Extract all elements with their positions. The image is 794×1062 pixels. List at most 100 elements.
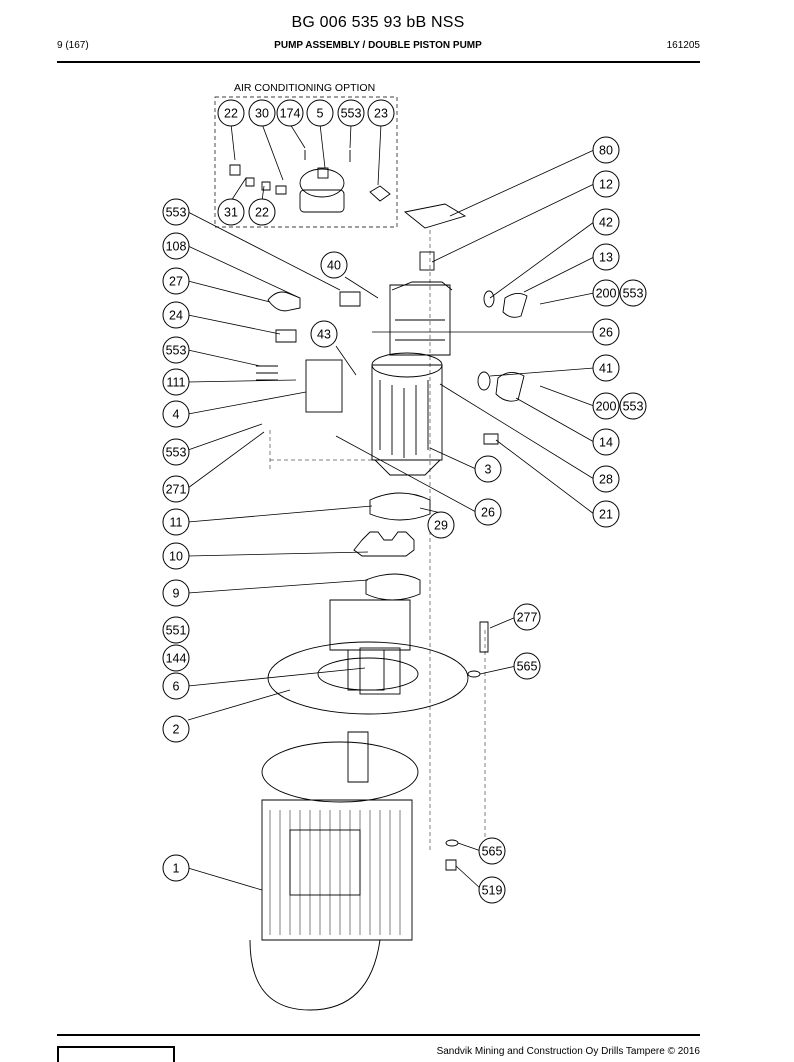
option-fittings xyxy=(229,164,287,195)
callout-271: 271 xyxy=(162,475,190,503)
callout-label: 40 xyxy=(327,259,341,273)
callout-circle xyxy=(513,603,541,631)
callout-label: 5 xyxy=(317,107,324,121)
callout-label: 26 xyxy=(599,326,613,340)
callout-14: 14 xyxy=(592,428,620,456)
callout-circle xyxy=(162,336,190,364)
callout-circle xyxy=(427,511,455,539)
coupling-hub-lower xyxy=(365,573,421,601)
callout-label: 42 xyxy=(599,216,613,230)
callout-circle xyxy=(310,320,338,348)
callout-553: 553 xyxy=(162,336,190,364)
callout-200: 200 xyxy=(592,279,620,307)
callout-label: 4 xyxy=(173,408,180,422)
elbow-fitting xyxy=(267,291,301,312)
callout-label: 41 xyxy=(599,362,613,376)
callout-label: 1 xyxy=(173,862,180,876)
callout-27: 27 xyxy=(162,267,190,295)
callout-label: 21 xyxy=(599,508,613,522)
callout-label: 519 xyxy=(482,884,503,898)
callout-label: 200 xyxy=(596,400,617,414)
callout-circle xyxy=(592,208,620,236)
callout-label: 2 xyxy=(173,723,180,737)
callout-circle xyxy=(592,243,620,271)
callout-circle xyxy=(162,232,190,260)
callout-label: 565 xyxy=(482,845,503,859)
callout-circle xyxy=(592,354,620,382)
assembly-center-lines xyxy=(269,230,486,850)
callout-111: 111 xyxy=(162,368,190,396)
callout-565: 565 xyxy=(478,837,506,865)
callout-label: 28 xyxy=(599,473,613,487)
callout-519: 519 xyxy=(478,876,506,904)
mounting-plate-hole xyxy=(317,657,419,691)
callout-2: 2 xyxy=(162,715,190,743)
callout-1: 1 xyxy=(162,854,190,882)
callout-26: 26 xyxy=(474,498,502,526)
callout-22: 22 xyxy=(248,198,276,226)
footer-copyright: Sandvik Mining and Construction Oy Drill… xyxy=(436,1046,700,1057)
callout-circle xyxy=(162,579,190,607)
callout-label: 80 xyxy=(599,144,613,158)
callout-label: 271 xyxy=(166,483,187,497)
callout-553: 553 xyxy=(619,392,647,420)
callout-circle xyxy=(337,99,365,127)
callout-label: 111 xyxy=(166,376,185,390)
callout-label: 3 xyxy=(485,463,492,477)
air-conditioning-option-label: AIR CONDITIONING OPTION xyxy=(234,82,376,94)
callout-circle xyxy=(248,99,276,127)
callout-circle xyxy=(162,198,190,226)
lower-flange xyxy=(495,372,525,402)
valve-block-screws xyxy=(256,365,278,381)
callout-circle xyxy=(367,99,395,127)
adapter-neck xyxy=(347,650,385,691)
upper-pump-detail xyxy=(395,319,445,341)
coupling-spider xyxy=(353,531,415,557)
callout-label: 144 xyxy=(166,652,187,666)
option-elbow xyxy=(369,185,391,202)
callout-circle xyxy=(162,715,190,743)
callout-label: 553 xyxy=(166,206,187,220)
motor-flange xyxy=(261,741,419,803)
callout-label: 553 xyxy=(166,344,187,358)
motor-terminal-box xyxy=(289,829,361,896)
valve-block xyxy=(305,359,343,413)
callout-21: 21 xyxy=(592,500,620,528)
callout-200: 200 xyxy=(592,392,620,420)
callout-circle xyxy=(248,198,276,226)
callout-13: 13 xyxy=(592,243,620,271)
callout-circle xyxy=(592,170,620,198)
callout-label: 551 xyxy=(166,624,187,638)
callout-circle xyxy=(513,652,541,680)
option-pump-flange xyxy=(299,189,345,213)
callout-circle xyxy=(162,542,190,570)
callout-label: 22 xyxy=(255,206,269,220)
callout-23: 23 xyxy=(367,99,395,127)
lower-pump-housing xyxy=(371,364,443,461)
callout-circle xyxy=(619,392,647,420)
callout-3: 3 xyxy=(474,455,502,483)
washer-b xyxy=(445,839,459,847)
callout-144: 144 xyxy=(162,644,190,672)
callout-43: 43 xyxy=(310,320,338,348)
callout-10: 10 xyxy=(162,542,190,570)
callout-5: 5 xyxy=(306,99,334,127)
callout-circle xyxy=(217,99,245,127)
callout-label: 108 xyxy=(166,240,187,254)
callout-circle xyxy=(162,854,190,882)
callout-label: 12 xyxy=(599,178,613,192)
side-fitting xyxy=(483,433,499,445)
callout-553: 553 xyxy=(162,438,190,466)
callout-6: 6 xyxy=(162,672,190,700)
callout-circle xyxy=(474,498,502,526)
callout-circle xyxy=(162,400,190,428)
callout-28: 28 xyxy=(592,465,620,493)
option-pump-port xyxy=(317,167,329,179)
callout-circle xyxy=(619,279,647,307)
sandvik-logo xyxy=(57,1046,175,1062)
callout-553: 553 xyxy=(162,198,190,226)
callout-label: 29 xyxy=(434,519,448,533)
inlet-fitting xyxy=(339,291,361,307)
callout-label: 553 xyxy=(166,446,187,460)
